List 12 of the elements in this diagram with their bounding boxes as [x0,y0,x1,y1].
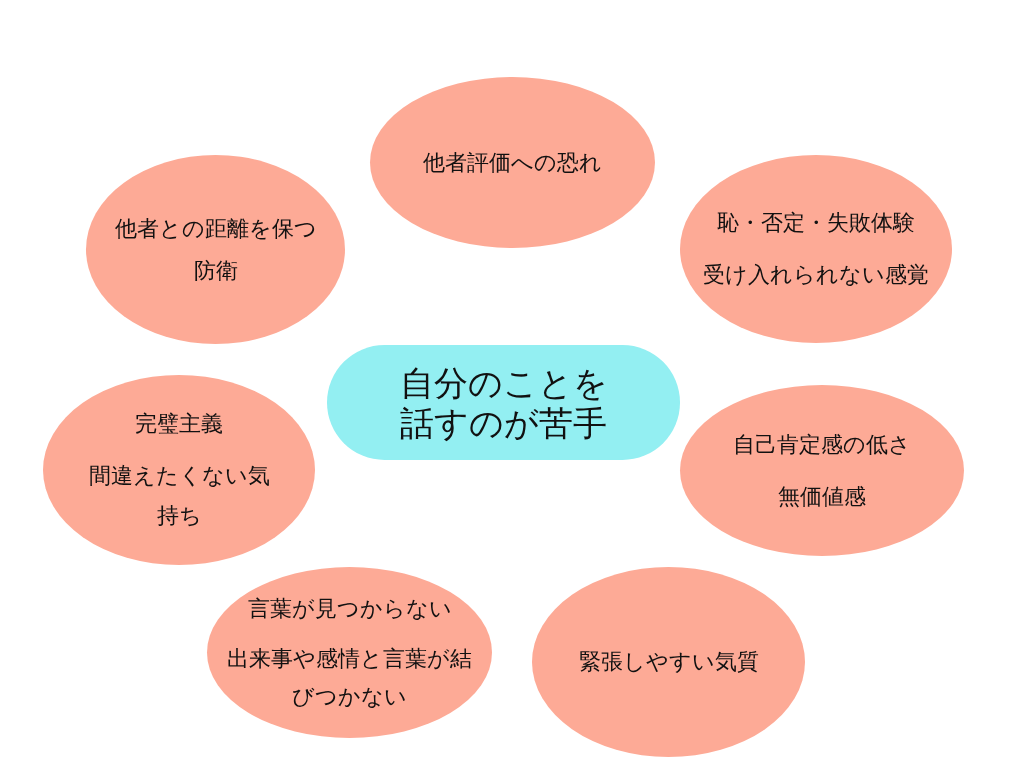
node-text: 無価値感 [778,482,866,511]
node-text: 完璧主義 [135,410,223,438]
node-text: 緊張しやすい気質 [578,648,759,676]
node-text: 自己肯定感の低さ [733,430,911,459]
node-text: 他者評価への恐れ [423,148,602,177]
node-text: 言葉が見つからない [247,594,452,623]
node-text: 自分のことを話すのが苦手 [398,362,609,443]
node-text: 受け入れられない感覚 [703,261,929,289]
node-text: 出来事や感情と言葉が結びつかない [226,644,473,711]
node-text: 恥・否定・失敗体験 [717,209,915,237]
node-text: 他者との距離を保つ防衛 [113,214,318,285]
node-text: 間違えたくない気持ち [87,462,271,530]
